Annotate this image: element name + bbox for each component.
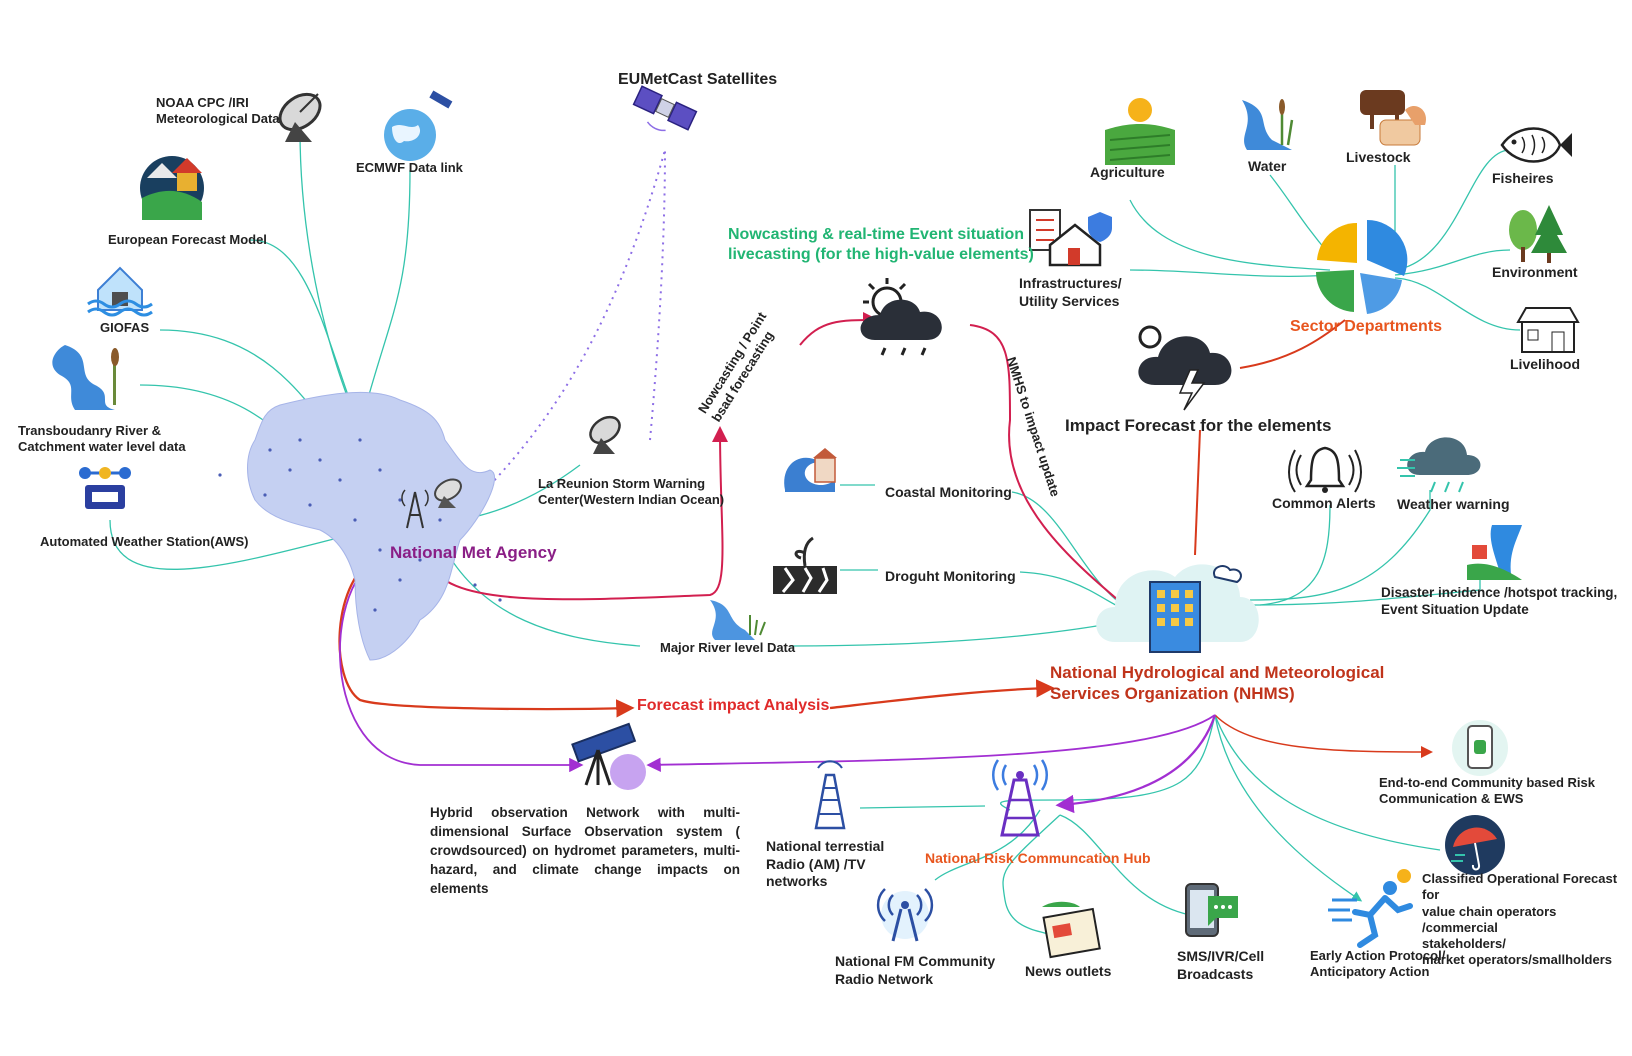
sector-departments-label: Sector Departments bbox=[1290, 318, 1443, 335]
house-ecosystem-icon bbox=[140, 156, 204, 220]
satellite-dotted-link bbox=[464, 149, 666, 511]
storm-cloud-icon bbox=[1138, 325, 1232, 411]
impact-forecast-line bbox=[1194, 429, 1201, 556]
umbrella-icon bbox=[1445, 815, 1505, 875]
telescope-icon bbox=[571, 722, 646, 790]
classified-forecast-label: Classified Operational Forecast for valu… bbox=[1422, 871, 1618, 968]
broadcast-tower-icon bbox=[991, 759, 1049, 837]
fm-radio-label: National FM Community Radio Network bbox=[835, 953, 996, 987]
forecast-impact-label: Forecast impact Analysis bbox=[637, 697, 830, 714]
national-met-agency-label: National Met Agency bbox=[390, 543, 557, 562]
impact-forecast-label: Impact Forecast for the elements bbox=[1065, 416, 1332, 435]
nhms-right-lines bbox=[1249, 490, 1481, 606]
infrastructures-label: Infrastructures/ Utility Services bbox=[1019, 275, 1122, 309]
sms-label: SMS/IVR/Cell Broadcasts bbox=[1177, 948, 1265, 982]
infrastructure-icon bbox=[1029, 209, 1112, 267]
sector-lines bbox=[1129, 149, 1521, 331]
drought-label: Droguht Monitoring bbox=[885, 568, 1016, 584]
ews-arrow bbox=[1214, 714, 1433, 758]
common-alerts-label: Common Alerts bbox=[1272, 495, 1376, 511]
weather-warning-label: Weather warning bbox=[1397, 496, 1510, 512]
forecast-analysis-arrow-left bbox=[338, 551, 635, 718]
early-action-label: Early Action Protocol/ Anticipatory Acti… bbox=[1310, 948, 1446, 980]
end-to-end-label: End-to-end Community based Risk Communic… bbox=[1379, 775, 1595, 807]
satellite-icon bbox=[632, 85, 698, 132]
river-icon bbox=[52, 345, 119, 410]
building-cloud-icon bbox=[1096, 564, 1259, 653]
sector-link-line bbox=[1239, 319, 1346, 369]
agriculture-label: Agriculture bbox=[1090, 164, 1165, 180]
ecmwf-label: ECMWF Data link bbox=[356, 160, 463, 175]
weather-warning-icon bbox=[1397, 437, 1481, 493]
noaa-label: NOAA CPC /IRI Meteorological Data bbox=[156, 95, 280, 127]
radio-tower-icon bbox=[814, 760, 846, 830]
hybrid-observation-label: Hybrid observation Network with multi-di… bbox=[430, 805, 740, 896]
terrestrial-label: National terrestial Radio (AM) /TV netwo… bbox=[766, 838, 885, 889]
risk-hub-label: National Risk Communcation Hub bbox=[925, 850, 1151, 866]
river-level-label: Major River level Data bbox=[660, 640, 796, 655]
newspaper-icon bbox=[1042, 901, 1101, 959]
livestock-label: Livestock bbox=[1346, 149, 1411, 165]
water-label: Water bbox=[1248, 158, 1287, 174]
runner-icon bbox=[1328, 869, 1413, 948]
antenna-tower-icon bbox=[401, 489, 429, 529]
tornado-icon bbox=[1467, 525, 1522, 580]
farm-icon bbox=[1105, 98, 1175, 165]
river-level-icon bbox=[710, 600, 766, 640]
livestock-icon bbox=[1360, 90, 1426, 146]
hub-lines bbox=[859, 805, 1191, 936]
africa-map-icon bbox=[218, 391, 502, 661]
weather-station-icon bbox=[79, 467, 131, 509]
met-dish-icon bbox=[434, 478, 462, 508]
sun-cloud-icon bbox=[860, 278, 942, 356]
transboundary-label: Transboudanry River & Catchment water le… bbox=[18, 423, 186, 455]
observation-arrow-right bbox=[646, 714, 1216, 772]
house-icon bbox=[1516, 307, 1580, 353]
hub-arrow bbox=[1055, 714, 1217, 814]
disaster-label: Disaster incidence /hotspot tracking, Ev… bbox=[1381, 585, 1618, 617]
nowcasting-arrow bbox=[429, 426, 729, 601]
aws-label: Automated Weather Station(AWS) bbox=[40, 534, 249, 549]
globe-satellite-icon bbox=[384, 90, 453, 161]
reunion-dish-icon bbox=[589, 415, 621, 454]
nowcasting-title: Nowcasting & real-time Event situation l… bbox=[728, 226, 1034, 263]
european-model-label: European Forecast Model bbox=[108, 232, 267, 247]
fisheries-label: Fisheires bbox=[1492, 170, 1554, 186]
mobile-app-icon bbox=[1452, 720, 1508, 776]
forecast-analysis-arrow-right bbox=[829, 679, 1055, 710]
water-icon bbox=[1242, 99, 1294, 150]
impact-update-line bbox=[969, 324, 1131, 611]
bell-icon bbox=[1288, 446, 1362, 493]
news-label: News outlets bbox=[1025, 963, 1112, 979]
flood-house-icon bbox=[87, 266, 153, 317]
trees-icon bbox=[1509, 205, 1567, 263]
la-reunion-label: La Reunion Storm Warning Center(Western … bbox=[538, 476, 725, 508]
nhms-label: National Hydrological and Meteorological… bbox=[1050, 663, 1385, 704]
fm-antenna-icon bbox=[876, 888, 934, 942]
livelihood-label: Livelihood bbox=[1510, 356, 1580, 372]
satellite-dish-icon bbox=[278, 92, 322, 142]
environment-label: Environment bbox=[1492, 264, 1578, 280]
nhms-down-lines bbox=[999, 714, 1441, 902]
coastal-icon bbox=[784, 448, 837, 492]
fish-icon bbox=[1500, 127, 1572, 163]
phone-sms-icon bbox=[1185, 883, 1238, 937]
giofas-label: GIOFAS bbox=[100, 320, 150, 335]
coastal-label: Coastal Monitoring bbox=[885, 484, 1012, 500]
pie-chart-icon bbox=[1316, 219, 1408, 314]
drought-icon bbox=[773, 536, 837, 594]
eumetcast-label: EUMetCast Satellites bbox=[618, 71, 778, 88]
